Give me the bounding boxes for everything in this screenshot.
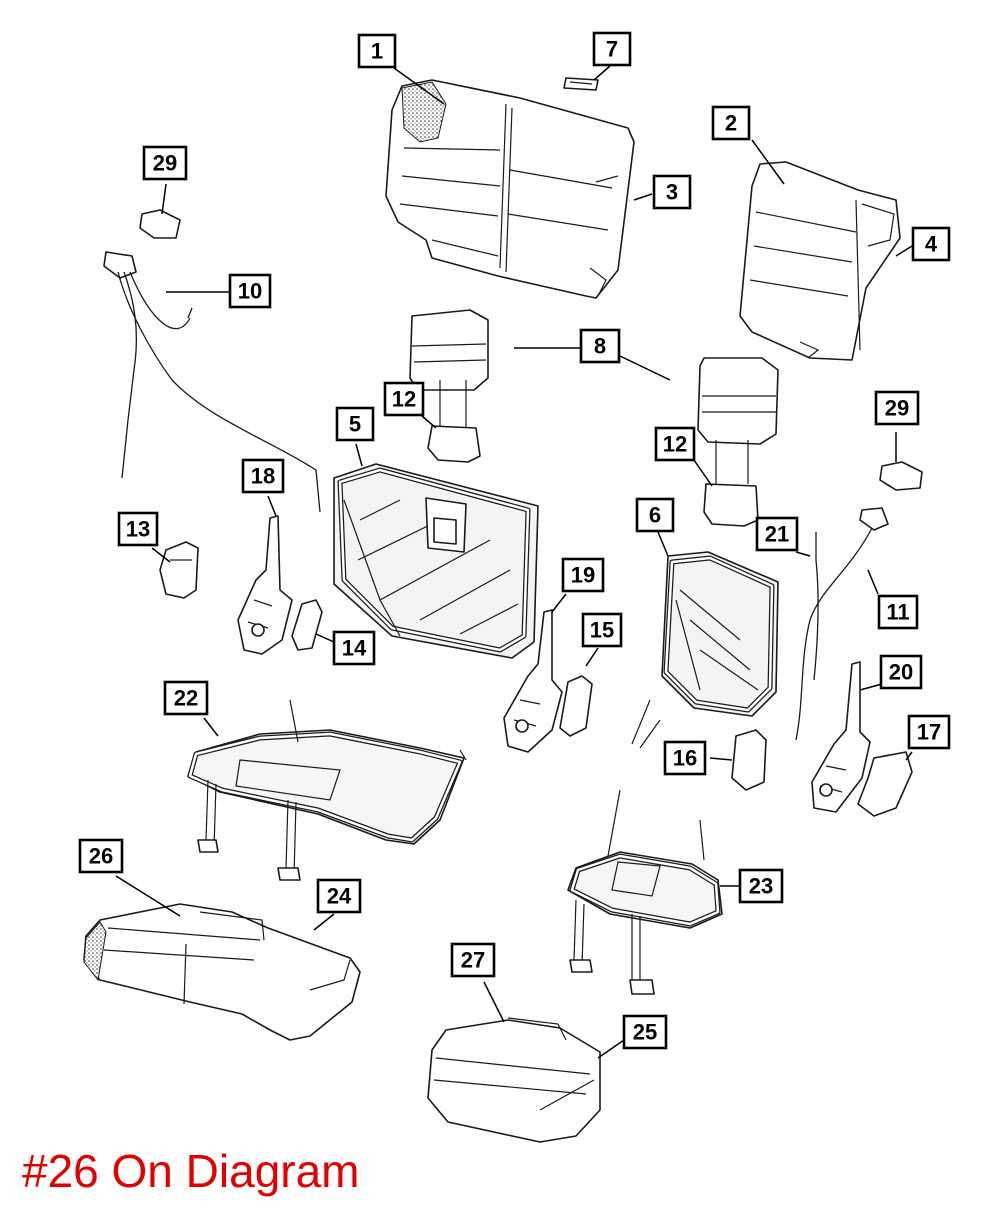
- svg-text:12: 12: [392, 387, 416, 412]
- svg-text:24: 24: [327, 884, 352, 909]
- latch-cover-right: [879, 461, 923, 491]
- svg-text:18: 18: [251, 464, 275, 489]
- svg-text:22: 22: [174, 686, 198, 711]
- headrest-guide-right: [703, 440, 759, 527]
- svg-text:13: 13: [126, 517, 150, 542]
- recliner-cover-13: [159, 541, 199, 599]
- svg-text:5: 5: [349, 412, 361, 437]
- recliner-cover-15: [559, 675, 593, 737]
- release-cable-left: [103, 251, 321, 513]
- callout-14: 14: [332, 630, 376, 666]
- svg-text:6: 6: [649, 503, 661, 528]
- release-cable-right: [795, 507, 889, 741]
- trim-bezel: [563, 77, 599, 91]
- svg-text:25: 25: [633, 1020, 657, 1045]
- callout-2: 2: [711, 105, 751, 141]
- recliner-cover-17: [857, 751, 913, 817]
- recliner-center: [503, 609, 563, 753]
- callout-1: 1: [357, 33, 397, 69]
- callout-26: 26: [78, 838, 124, 874]
- seat-cushion-right: [427, 1017, 601, 1143]
- svg-text:11: 11: [886, 600, 909, 625]
- diagram-caption: #26 On Diagram: [22, 1145, 360, 1197]
- callout-22: 22: [163, 680, 209, 716]
- headrest-right: [697, 357, 779, 445]
- callout-12-right: 12: [654, 426, 696, 462]
- svg-text:7: 7: [606, 37, 618, 62]
- headrest-guide-left: [427, 380, 481, 463]
- callout-29-right: 29: [874, 390, 920, 426]
- svg-text:27: 27: [461, 948, 485, 973]
- callout-3: 3: [652, 174, 692, 210]
- headrest-left: [409, 309, 489, 391]
- svg-text:2: 2: [725, 111, 737, 136]
- recliner-right: [811, 661, 871, 813]
- callout-29-left: 29: [142, 145, 188, 181]
- callout-19: 19: [561, 557, 605, 593]
- svg-text:19: 19: [571, 563, 595, 588]
- svg-text:3: 3: [666, 180, 678, 205]
- callout-15: 15: [581, 612, 623, 648]
- callout-23: 23: [738, 868, 784, 904]
- callout-8: 8: [579, 328, 621, 364]
- callout-24: 24: [316, 878, 362, 914]
- svg-text:17: 17: [917, 720, 941, 745]
- cushion-frame-left: [187, 699, 467, 881]
- svg-text:29: 29: [153, 151, 177, 176]
- svg-text:4: 4: [925, 232, 938, 257]
- callout-16: 16: [663, 740, 707, 776]
- svg-text:16: 16: [673, 746, 697, 771]
- callout-5: 5: [335, 406, 375, 442]
- svg-text:26: 26: [89, 844, 113, 869]
- seat-back-large: [385, 79, 635, 299]
- svg-text:29: 29: [885, 396, 909, 421]
- callout-11: 11: [877, 594, 919, 630]
- callout-20: 20: [879, 654, 923, 690]
- svg-text:1: 1: [371, 39, 383, 64]
- cushion-frame-right: [567, 789, 723, 995]
- callout-10: 10: [228, 273, 272, 309]
- svg-text:10: 10: [238, 279, 262, 304]
- svg-text:21: 21: [765, 522, 789, 547]
- svg-text:12: 12: [663, 432, 687, 457]
- latch-cover-left: [139, 209, 181, 239]
- seatback-frame-small: [631, 551, 779, 749]
- callout-4: 4: [911, 226, 951, 262]
- callout-27: 27: [450, 942, 496, 978]
- recliner-left: [237, 515, 293, 655]
- leader-lines: [115, 65, 913, 1059]
- recliner-cover-16: [731, 729, 767, 791]
- seat-cushion-left: [83, 903, 361, 1041]
- seat-back-small: [739, 161, 901, 361]
- svg-text:15: 15: [590, 618, 614, 643]
- svg-text:20: 20: [889, 660, 913, 685]
- svg-text:23: 23: [749, 874, 773, 899]
- seatback-frame-large: [333, 463, 539, 659]
- callout-21: 21: [755, 516, 799, 552]
- callout-12-left: 12: [383, 381, 425, 417]
- callout-25: 25: [622, 1014, 668, 1050]
- svg-text:14: 14: [342, 636, 367, 661]
- callout-18: 18: [241, 458, 285, 494]
- callout-17: 17: [907, 714, 951, 750]
- callout-6: 6: [635, 497, 675, 533]
- callout-13: 13: [117, 511, 159, 547]
- callout-7: 7: [592, 31, 632, 67]
- svg-text:8: 8: [594, 334, 606, 359]
- recliner-cover-14: [291, 599, 323, 651]
